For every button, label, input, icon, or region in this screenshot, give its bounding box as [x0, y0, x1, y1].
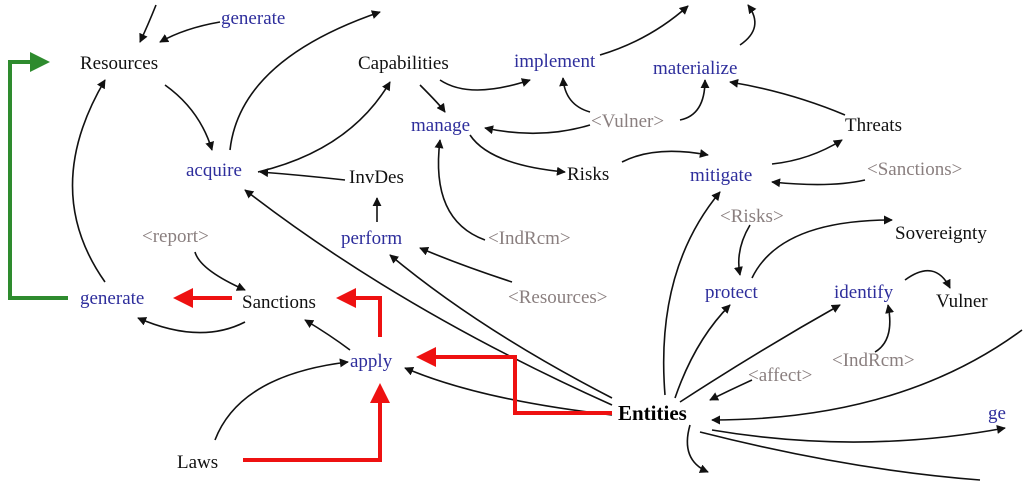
link-protect-to-sovereignty — [751, 215, 893, 279]
link-affect-to-entities — [709, 379, 753, 401]
link-vulner-to-materialize — [679, 79, 710, 121]
link-laws-to-apply — [214, 358, 349, 441]
affect-shadow-label: <affect> — [748, 365, 812, 386]
sanctions-shadow-label: <Sanctions> — [867, 159, 962, 180]
threats-label: Threats — [845, 115, 902, 136]
link-acquire-to-topright — [229, 10, 381, 151]
link-mitigate-to-threats — [771, 139, 843, 165]
link-implement-to-top — [599, 5, 689, 56]
link-sanctions-to-mitigate — [771, 178, 866, 188]
link-resources-to-perform — [419, 247, 513, 283]
link-identify-to-vulner — [904, 270, 951, 289]
red-laws-to-apply — [243, 383, 390, 462]
link-invdes-to-acquire — [259, 168, 346, 181]
link-vulner-to-manage — [484, 124, 591, 135]
link-acquire-to-capabilities — [257, 81, 391, 173]
materialize-label: materialize — [653, 58, 737, 79]
node-labels: Resources generate Capabilities implemen… — [80, 8, 1006, 473]
link-entities-to-protect — [674, 304, 731, 399]
risks-label: Risks — [567, 164, 609, 185]
link-entities-to-identify — [679, 304, 841, 403]
link-report-to-sanctions — [194, 251, 246, 291]
protect-label: protect — [705, 282, 758, 303]
link-risks-to-mitigate — [621, 149, 709, 163]
green-generate-to-resources — [8, 52, 68, 300]
link-vulner-to-implement — [559, 77, 591, 113]
link-capabilities-to-manage — [419, 84, 446, 113]
entities-label: Entities — [618, 401, 687, 425]
capabilities-label: Capabilities — [358, 53, 449, 74]
link-risks-to-protect — [734, 224, 751, 276]
indrcm-shadow-label-1: <IndRcm> — [488, 228, 571, 249]
apply-label: apply — [350, 351, 393, 372]
link-resources-to-acquire — [164, 84, 214, 151]
link-entities-to-acquire — [244, 189, 613, 406]
sanctions-label: Sanctions — [242, 292, 316, 313]
link-generate-to-resources-left — [71, 79, 106, 283]
risks-shadow-label: <Risks> — [720, 206, 784, 227]
link-indrcm-to-identify — [874, 304, 894, 353]
link-top-to-resources — [139, 4, 157, 43]
link-entities-to-generate-right — [711, 425, 1006, 443]
generate-left-label: generate — [80, 288, 144, 309]
link-right-to-entities — [711, 329, 1023, 425]
vulner-label: Vulner — [936, 291, 988, 312]
link-indrcm-to-manage — [434, 139, 486, 241]
generate-top-label: generate — [221, 8, 285, 29]
invdes-label: InvDes — [349, 167, 404, 188]
link-entities-to-mitigate — [662, 191, 721, 396]
report-shadow-label: <report> — [142, 226, 209, 247]
acquire-label: acquire — [186, 160, 242, 181]
link-generate-to-resources — [159, 21, 221, 43]
link-threats-to-materialize — [729, 78, 846, 116]
generate-cut-label: ge — [988, 403, 1006, 424]
resources-shadow-label: <Resources> — [508, 287, 608, 308]
link-entities-to-perform — [389, 254, 613, 399]
link-capabilities-to-implement — [439, 78, 531, 91]
red-entities-to-apply — [416, 347, 612, 415]
link-manage-to-risks — [469, 134, 566, 176]
mitigate-label: mitigate — [690, 165, 752, 186]
causal-links — [71, 4, 1023, 481]
laws-label: Laws — [177, 452, 218, 473]
vulner-shadow-label: <Vulner> — [591, 111, 664, 132]
red-apply-to-sanctions — [336, 288, 382, 337]
sovereignty-label: Sovereignty — [895, 223, 987, 244]
link-entities-to-bottom — [686, 424, 709, 473]
link-materialize-to-top — [739, 4, 757, 46]
highlight-paths — [8, 52, 612, 462]
manage-label: manage — [411, 115, 470, 136]
link-entities-to-right-bottom — [699, 431, 981, 481]
resources-label: Resources — [80, 53, 158, 74]
indrcm-shadow-label-2: <IndRcm> — [832, 350, 915, 371]
perform-label: perform — [341, 228, 402, 249]
link-apply-to-sanctions — [304, 319, 351, 351]
identify-label: identify — [834, 282, 894, 303]
implement-label: implement — [514, 51, 596, 72]
link-sanctions-to-generate — [137, 317, 246, 334]
